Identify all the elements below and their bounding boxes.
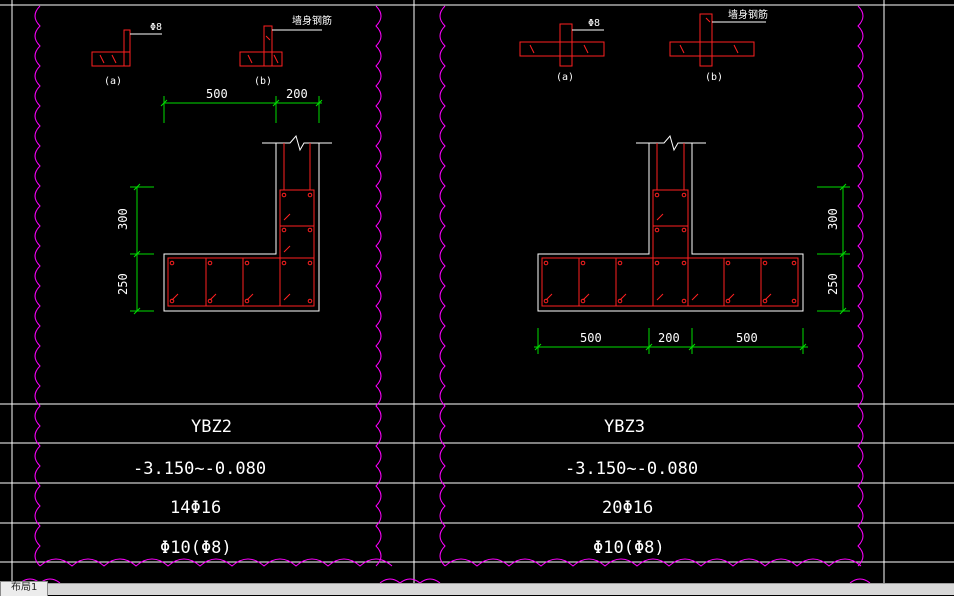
detail-a-right-phi8: Φ8: [588, 18, 600, 29]
ybz3-dim-250: 250: [826, 273, 840, 295]
revision-cloud-left: [34, 5, 393, 567]
ybz2-elevation: -3.150~-0.080: [133, 459, 266, 479]
layout-tab[interactable]: 布局1: [0, 581, 49, 596]
detail-b-right: [669, 13, 766, 67]
ybz3-longitudinal: 20Φ16: [602, 498, 653, 518]
ybz2-dimensions: [130, 96, 323, 315]
ybz3-stirrup: Φ10(Φ8): [593, 538, 665, 558]
ybz3-dim-500a: 500: [580, 331, 602, 345]
ybz2-dim-250: 250: [116, 273, 130, 295]
ybz3-name: YBZ3: [604, 417, 645, 437]
detail-b-left: [239, 25, 322, 67]
ybz3-dim-200: 200: [658, 331, 680, 345]
detail-b-left-label: (b): [254, 76, 272, 87]
ybz3-section: [537, 134, 804, 312]
layout-tab-bar: 布局1: [0, 581, 954, 596]
revision-cloud-right: [439, 5, 864, 567]
detail-b-right-wallbar: 墙身钢筋: [728, 8, 768, 21]
ybz3-dimensions: [534, 183, 850, 354]
ybz2-section: [163, 134, 332, 312]
detail-b-right-label: (b): [705, 72, 723, 83]
detail-a-left-phi8: Φ8: [150, 22, 162, 33]
detail-a-right: [519, 23, 605, 67]
ybz2-dim-200: 200: [286, 87, 308, 101]
detail-a-right-label: (a): [556, 72, 574, 83]
ybz2-longitudinal: 14Φ16: [170, 498, 221, 518]
ybz2-dim-500: 500: [206, 87, 228, 101]
detail-b-left-wallbar: 墙身钢筋: [292, 14, 332, 27]
ybz2-stirrup: Φ10(Φ8): [160, 538, 232, 558]
ybz3-dim-300: 300: [826, 208, 840, 230]
ybz2-dim-300: 300: [116, 208, 130, 230]
detail-a-left: [91, 29, 162, 67]
frame-lines: [0, 0, 954, 583]
ybz3-elevation: -3.150~-0.080: [565, 459, 698, 479]
detail-a-left-label: (a): [104, 76, 122, 87]
ybz3-dim-500b: 500: [736, 331, 758, 345]
ybz2-name: YBZ2: [191, 417, 232, 437]
